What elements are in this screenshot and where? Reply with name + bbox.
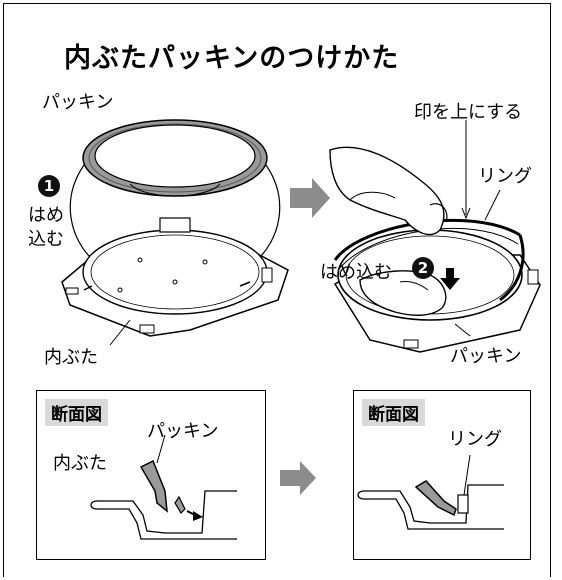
- cross-section-tag: 断面図: [45, 399, 108, 426]
- step-arrow: [290, 178, 330, 218]
- lid-label: 内ぶた: [44, 347, 98, 368]
- section-arrow: [280, 461, 316, 495]
- cross-section-after-drawing: [357, 454, 504, 530]
- page-title: 内ぶたパッキンのつけかた: [64, 43, 400, 74]
- step-two-badge: 2: [412, 257, 434, 279]
- instruction-frame: [3, 3, 551, 577]
- cross-section-lid-label: 内ぶた: [53, 453, 107, 474]
- ring-label: リング: [478, 166, 532, 187]
- cross-section-tag-2: 断面図: [362, 399, 425, 426]
- hands-pressing-drawing: [329, 120, 541, 353]
- packing-ring-drawing: [82, 119, 268, 197]
- step-one-badge: 1: [38, 175, 60, 197]
- step-one-label-line1: はめ: [28, 205, 64, 226]
- step-one-label-line2: 込む: [28, 229, 64, 250]
- packing-label-bottom: パッキン: [450, 346, 522, 367]
- inner-lid-drawing: [61, 217, 289, 337]
- cross-section-before-drawing: [90, 434, 237, 540]
- cross-section-after: 断面図 リング: [353, 390, 531, 560]
- mark-up-label: 印を上にする: [414, 102, 523, 123]
- packing-label-top: パッキン: [42, 92, 114, 113]
- cross-section-before: 断面図 パッキン 内ぶた: [36, 390, 266, 560]
- press-in-label: はめ込む: [320, 262, 392, 283]
- cross-section-ring-label: リング: [448, 429, 502, 450]
